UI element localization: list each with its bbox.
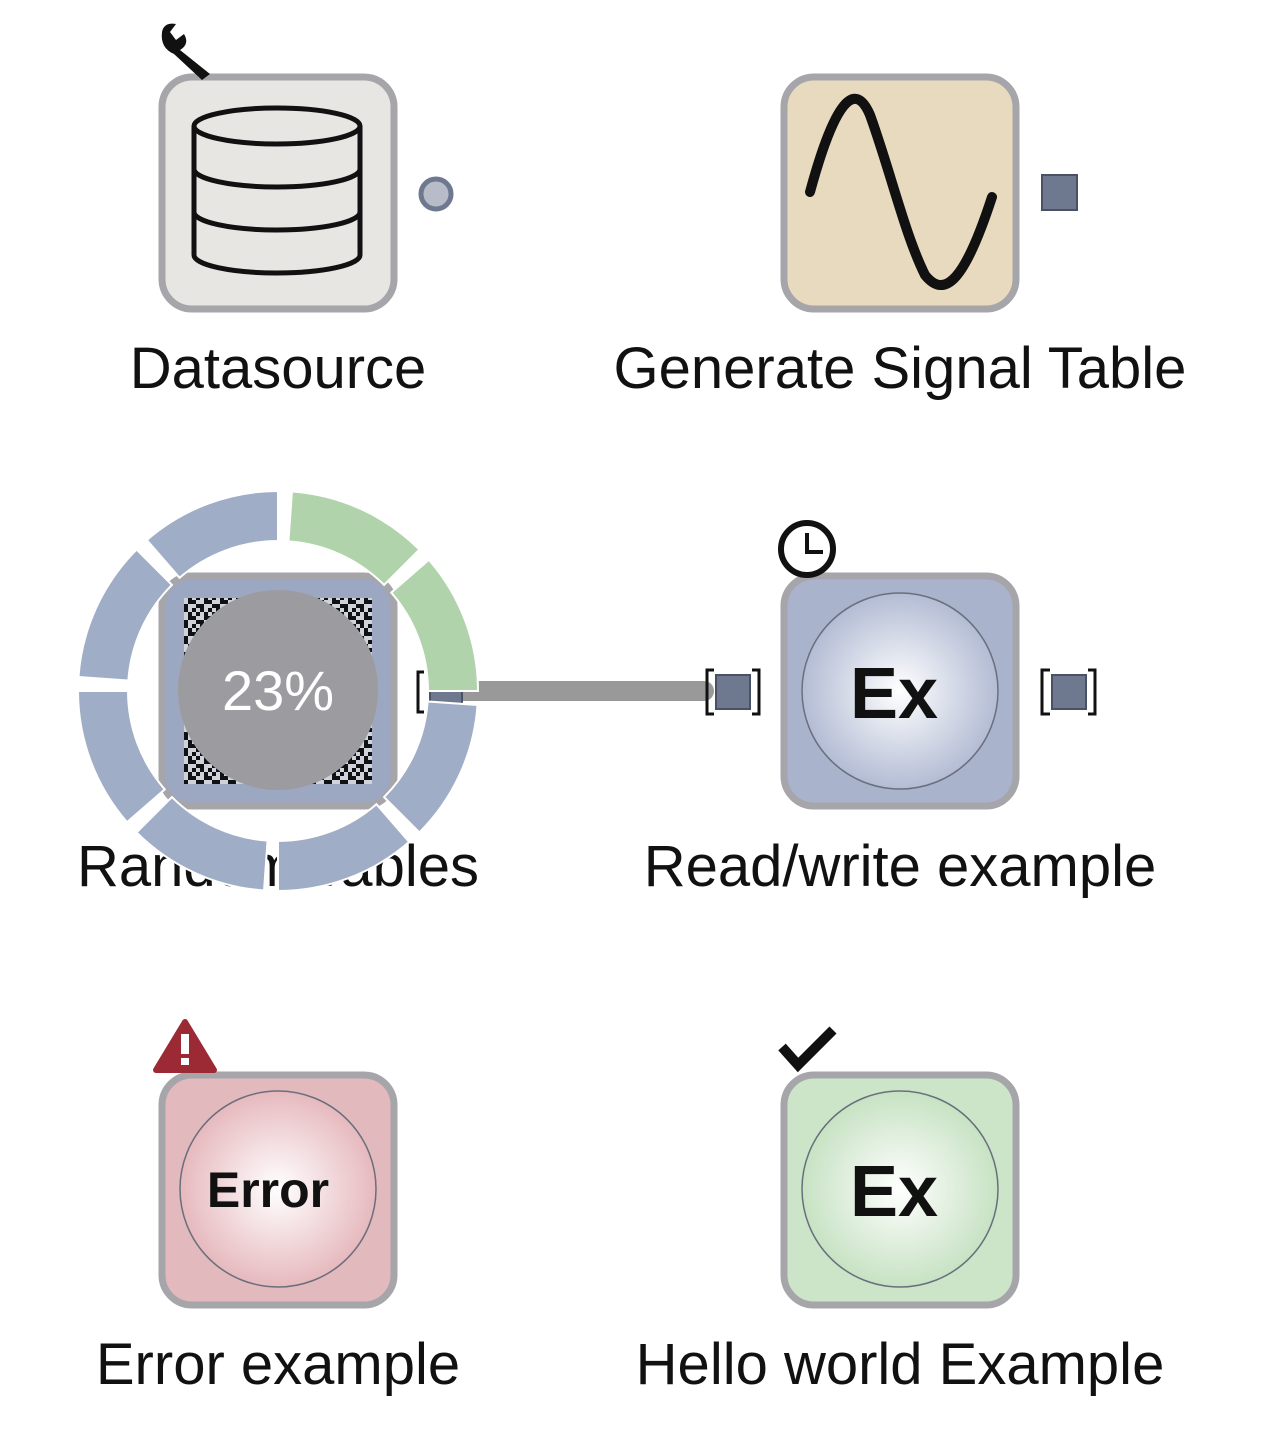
node-datasource-label: Datasource	[129, 336, 427, 401]
node-readwrite-circle-text: Ex	[850, 654, 938, 734]
node-signal-label: Generate Signal Table	[613, 336, 1187, 401]
checkmark-icon	[778, 1026, 837, 1073]
node-hello-circle-text: Ex	[850, 1152, 938, 1232]
output-port-signal[interactable]	[1041, 174, 1078, 211]
node-datasource[interactable]	[158, 23, 454, 313]
node-readwrite-circle	[801, 592, 999, 790]
node-hello[interactable]: Ex	[778, 1026, 1020, 1309]
node-random-label: Random Tables	[77, 834, 479, 899]
warning-icon	[153, 1019, 217, 1073]
node-hello-circle	[801, 1090, 999, 1288]
input-port-readwrite[interactable]	[705, 668, 761, 716]
progress-center	[178, 590, 378, 790]
wrench-icon	[161, 23, 210, 80]
output-port-random[interactable]	[416, 670, 463, 714]
database-icon	[191, 105, 363, 276]
output-port-readwrite[interactable]	[1040, 668, 1097, 716]
node-error[interactable]: Error	[153, 1019, 398, 1309]
node-error-circle	[179, 1090, 377, 1288]
clock-icon	[778, 520, 836, 578]
node-error-circle-text: Error	[207, 1162, 329, 1218]
node-datasource-box[interactable]	[158, 73, 398, 313]
node-signal[interactable]	[780, 73, 1078, 313]
sine-wave-icon	[805, 93, 997, 290]
output-port-datasource[interactable]	[418, 176, 454, 212]
node-readwrite-label: Read/write example	[643, 834, 1157, 899]
node-hello-label: Hello world Example	[635, 1332, 1165, 1397]
node-readwrite[interactable]: Ex	[705, 520, 1097, 810]
node-random[interactable]: 23%	[158, 572, 463, 810]
progress-percent: 23%	[222, 659, 334, 722]
node-error-label: Error example	[95, 1332, 461, 1397]
